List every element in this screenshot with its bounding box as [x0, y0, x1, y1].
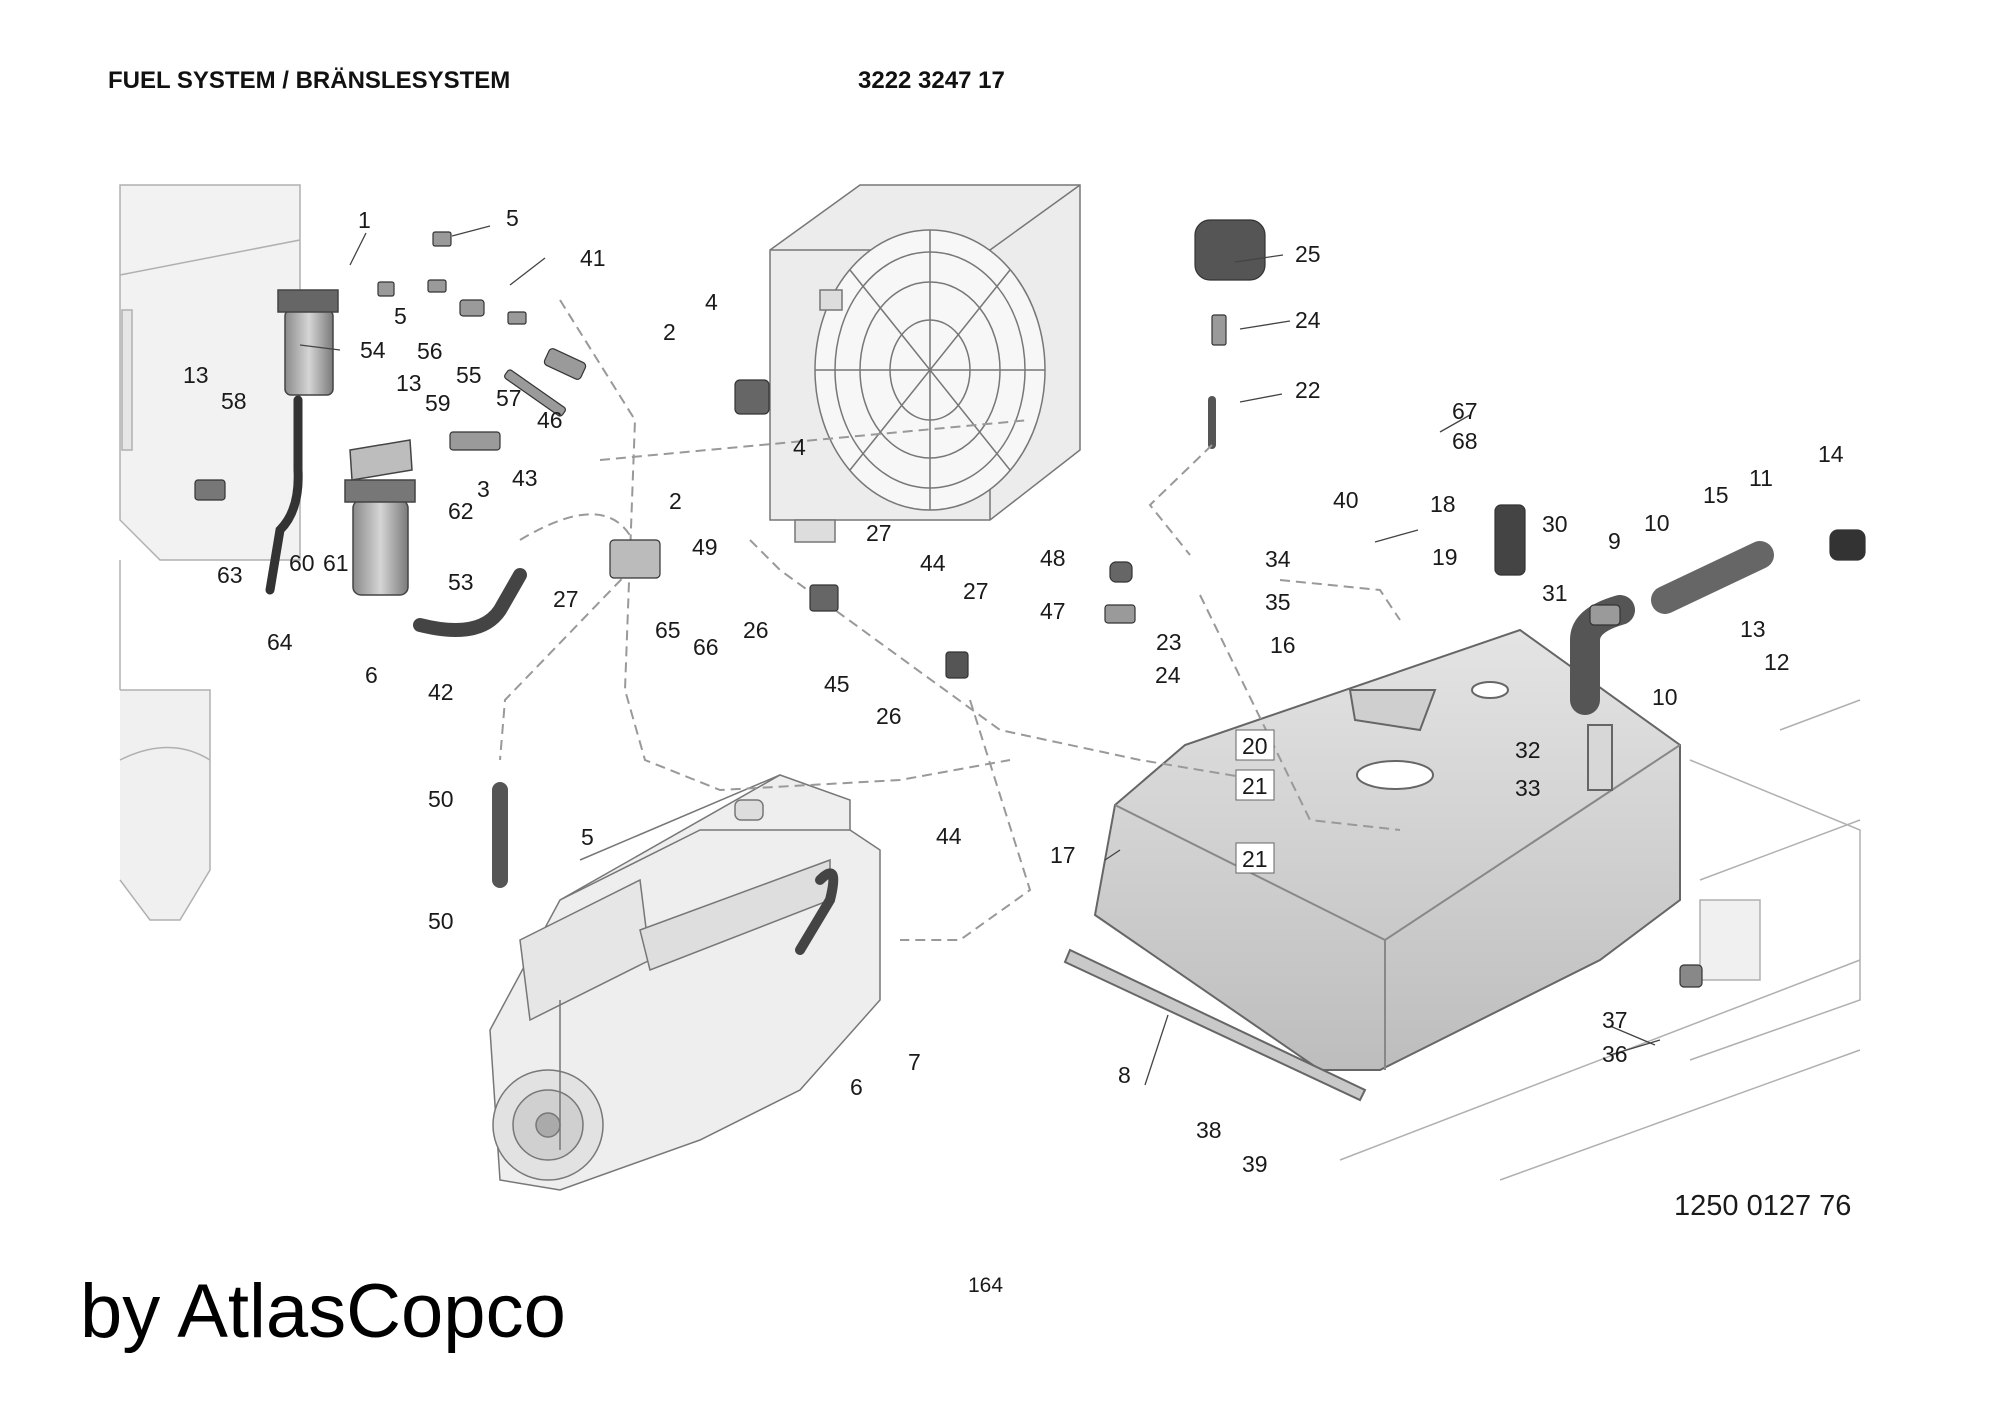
machine-frame-left — [119, 184, 301, 921]
callout-6: 6 — [365, 662, 378, 688]
callout-30: 30 — [1542, 511, 1568, 537]
callout-39: 39 — [1242, 1151, 1268, 1177]
callout-5: 5 — [394, 303, 407, 329]
callout-20: 20 — [1242, 733, 1268, 759]
callout-56: 56 — [417, 338, 443, 364]
callout-31: 31 — [1542, 580, 1568, 606]
callout-6: 6 — [850, 1074, 863, 1100]
callout-11: 11 — [1749, 465, 1773, 491]
callout-9: 9 — [1608, 528, 1621, 554]
callout-37: 37 — [1602, 1007, 1628, 1033]
callout-7: 7 — [908, 1049, 921, 1075]
callout-10: 10 — [1652, 684, 1678, 710]
callout-13: 13 — [183, 362, 209, 388]
callout-43: 43 — [512, 465, 538, 491]
callout-49: 49 — [692, 534, 718, 560]
callout-32: 32 — [1515, 737, 1541, 763]
callout-23: 23 — [1156, 629, 1182, 655]
callout-1: 1 — [358, 207, 371, 233]
callout-41: 41 — [580, 245, 606, 271]
callout-57: 57 — [496, 385, 522, 411]
callout-42: 42 — [428, 679, 454, 705]
callout-50: 50 — [428, 908, 454, 934]
radiator-fan — [769, 184, 1081, 543]
callout-48: 48 — [1040, 545, 1066, 571]
callout-26: 26 — [876, 703, 902, 729]
callout-67: 67 — [1452, 398, 1478, 424]
callout-box-20 — [1235, 729, 1275, 761]
callout-numbers: 1 2 2 3 4 4 5 5 5 6 6 7 8 9 10 10 11 12 … — [183, 205, 1844, 1177]
water-separator-filter — [344, 439, 416, 596]
callout-44: 44 — [936, 823, 962, 849]
fuel-filter — [277, 289, 339, 396]
callout-2: 2 — [663, 319, 676, 345]
fuel-routing-lines — [499, 299, 1401, 941]
callout-45: 45 — [824, 671, 850, 697]
callout-61: 61 — [323, 550, 349, 576]
callout-18: 18 — [1430, 491, 1456, 517]
callout-10: 10 — [1644, 510, 1670, 536]
callout-55: 55 — [456, 362, 482, 388]
callout-35: 35 — [1265, 589, 1291, 615]
callout-21: 21 — [1242, 773, 1268, 799]
callout-26: 26 — [743, 617, 769, 643]
callout-44: 44 — [920, 550, 946, 576]
callout-66: 66 — [693, 634, 719, 660]
callout-36: 36 — [1602, 1041, 1628, 1067]
fittings — [194, 219, 1866, 988]
callout-5: 5 — [581, 824, 594, 850]
callout-14: 14 — [1818, 441, 1844, 467]
callout-24: 24 — [1295, 307, 1321, 333]
engine-block — [489, 774, 881, 1191]
callout-13: 13 — [396, 370, 422, 396]
machine-frame-right — [1339, 699, 1861, 1181]
callout-4: 4 — [705, 289, 718, 315]
callout-17: 17 — [1050, 842, 1076, 868]
callout-box-21 — [1235, 842, 1275, 874]
part-number: 3222 3247 17 — [858, 67, 1005, 94]
callout-box-21 — [1235, 769, 1275, 801]
callout-47: 47 — [1040, 598, 1066, 624]
leader-lines — [299, 225, 1661, 1086]
callout-8: 8 — [1118, 1062, 1131, 1088]
callout-64: 64 — [267, 629, 293, 655]
callout-27: 27 — [963, 578, 989, 604]
callout-33: 33 — [1515, 775, 1541, 801]
callout-63: 63 — [217, 562, 243, 588]
callout-16: 16 — [1270, 632, 1296, 658]
callout-50: 50 — [428, 786, 454, 812]
callout-4: 4 — [793, 434, 806, 460]
callout-12: 12 — [1764, 649, 1790, 675]
callout-5: 5 — [506, 205, 519, 231]
callout-46: 46 — [537, 407, 563, 433]
callout-60: 60 — [289, 550, 315, 576]
callout-40: 40 — [1333, 487, 1359, 513]
drawing-number: 1250 0127 76 — [1674, 1190, 1852, 1222]
callout-25: 25 — [1295, 241, 1321, 267]
callout-59: 59 — [425, 390, 451, 416]
callout-3: 3 — [477, 476, 490, 502]
callout-21: 21 — [1242, 846, 1268, 872]
callout-2: 2 — [669, 488, 682, 514]
callout-68: 68 — [1452, 428, 1478, 454]
callout-15: 15 — [1703, 482, 1729, 508]
callout-13: 13 — [1740, 616, 1766, 642]
callout-38: 38 — [1196, 1117, 1222, 1143]
page-number: 164 — [968, 1274, 1004, 1297]
page-title: FUEL SYSTEM / BRÄNSLESYSTEM — [108, 67, 511, 94]
callout-19: 19 — [1432, 544, 1458, 570]
callout-27: 27 — [553, 586, 579, 612]
callout-53: 53 — [448, 569, 474, 595]
callout-65: 65 — [655, 617, 681, 643]
callout-58: 58 — [221, 388, 247, 414]
callout-27: 27 — [866, 520, 892, 546]
callout-24: 24 — [1155, 662, 1181, 688]
callout-22: 22 — [1295, 377, 1321, 403]
callout-54: 54 — [360, 337, 386, 363]
callout-34: 34 — [1265, 546, 1291, 572]
callout-62: 62 — [448, 498, 474, 524]
brand-watermark: by AtlasCopco — [80, 1269, 566, 1354]
